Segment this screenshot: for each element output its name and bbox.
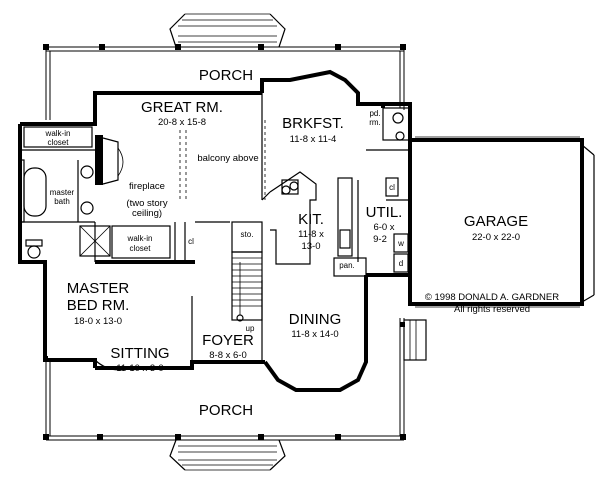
garage-dims: 22-0 x 22-0: [472, 232, 520, 243]
foyer-name: FOYER: [202, 332, 254, 349]
closet-cl2-label: cl: [389, 183, 395, 192]
fireplace-label: fireplace: [129, 181, 165, 192]
powder-line1: pd.: [369, 109, 380, 118]
master-bath-line1: master: [50, 188, 75, 197]
utility-name: UTIL.: [366, 204, 403, 221]
master-bed-line1: MASTER: [67, 280, 130, 297]
two-story-line2: ceiling): [132, 208, 162, 219]
room-labels: PORCH PORCH GREAT RM. 20-8 x 15-8 balcon…: [45, 67, 560, 419]
copyright-line2: All rights reserved: [454, 304, 530, 315]
walkin-mid-line2: closet: [130, 244, 152, 253]
kitchen-dims1: 11-8 x: [298, 229, 324, 240]
porch-top-structure: [43, 13, 406, 120]
walkin-top-line1: walk-in: [45, 129, 71, 138]
sitting-name: SITTING: [110, 345, 169, 362]
washer-label: w: [397, 239, 404, 248]
foyer-dims: 8-8 x 6-0: [209, 350, 247, 361]
kitchen-name: KIT.: [298, 211, 324, 228]
breakfast-name: BRKFST.: [282, 115, 344, 132]
porch-bottom-label: PORCH: [199, 402, 253, 419]
porch-top-label: PORCH: [199, 67, 253, 84]
sitting-dims: 11-10 x 3-0: [116, 363, 163, 374]
kitchen-dims2: 13-0: [301, 241, 320, 252]
dryer-label: d: [399, 259, 403, 268]
dining-name: DINING: [289, 311, 342, 328]
breakfast-dims: 11-8 x 11-4: [290, 134, 337, 145]
powder-line2: rm.: [369, 118, 381, 127]
walkin-mid-line1: walk-in: [127, 234, 153, 243]
interior-walls: [19, 93, 411, 371]
master-bed-line2: BED RM.: [67, 297, 130, 314]
garage-structure: [403, 136, 595, 361]
two-story-line1: (two story: [126, 198, 167, 209]
master-bath-line2: bath: [54, 197, 70, 206]
balcony-label: balcony above: [197, 153, 258, 164]
walkin-top-line2: closet: [48, 138, 70, 147]
great-room-dims: 20-8 x 15-8: [158, 117, 206, 128]
storage-label: sto.: [241, 230, 254, 239]
pantry-label: pan.: [339, 261, 355, 270]
master-bed-dims: 18-0 x 13-0: [74, 316, 122, 327]
closet-cl1-label: cl: [188, 237, 194, 246]
utility-dims1: 6-0 x: [373, 222, 394, 233]
stairs-label: up: [246, 324, 255, 333]
copyright-line1: © 1998 DONALD A. GARDNER: [425, 292, 559, 303]
great-room-name: GREAT RM.: [141, 99, 223, 116]
utility-dims2: 9-2: [373, 234, 387, 245]
dining-dims: 11-8 x 14-0: [291, 329, 338, 340]
garage-name: GARAGE: [464, 213, 528, 230]
